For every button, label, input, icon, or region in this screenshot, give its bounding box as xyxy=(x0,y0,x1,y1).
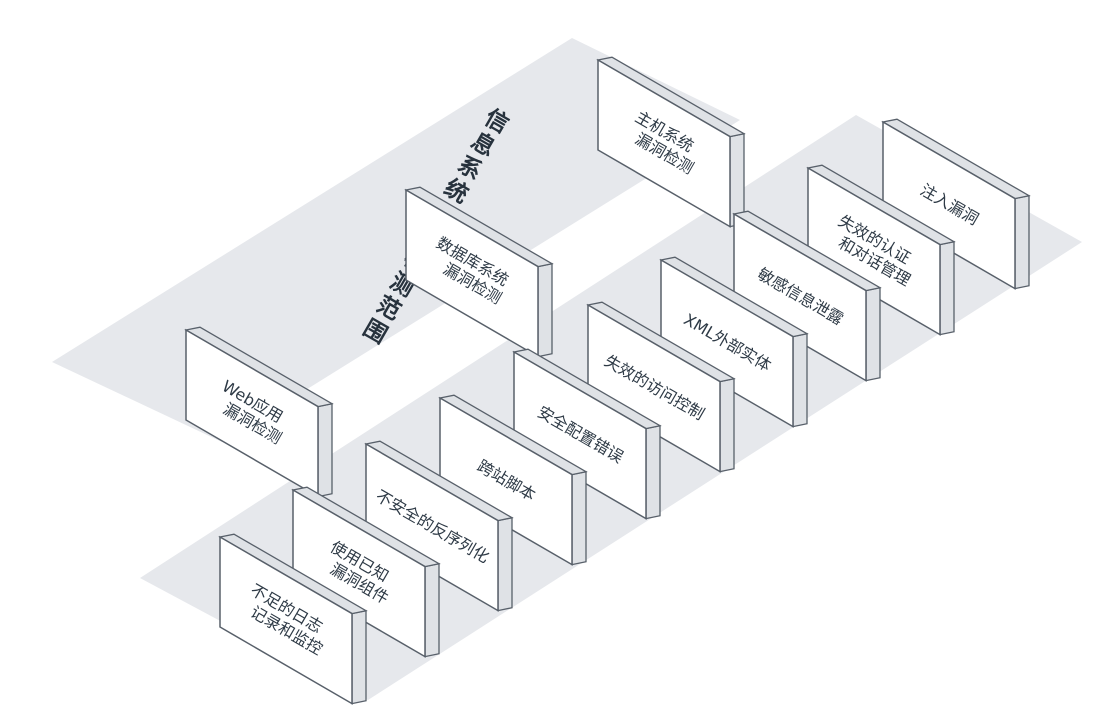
block-sensitive-data: 敏感信息泄露 xyxy=(732,210,882,382)
block-deserialization: 不安全的反序列化 xyxy=(364,440,514,612)
block-face xyxy=(365,442,499,612)
block-face xyxy=(513,350,647,520)
block-face xyxy=(439,396,573,566)
block-side xyxy=(317,402,333,498)
block-side xyxy=(719,377,735,473)
block-side xyxy=(497,516,513,612)
block-face xyxy=(219,535,353,705)
block-side xyxy=(865,286,881,382)
block-face xyxy=(807,166,941,336)
block-side xyxy=(645,424,661,520)
block-side xyxy=(939,240,955,336)
block-face xyxy=(292,488,426,658)
block-side xyxy=(792,332,808,428)
block-side xyxy=(1014,194,1030,290)
block-misconfig: 安全配置错误 xyxy=(512,348,662,520)
block-face xyxy=(587,303,721,473)
block-injection: 注入漏洞 xyxy=(881,118,1031,290)
block-side xyxy=(537,262,553,358)
block-side xyxy=(424,562,440,658)
block-face xyxy=(660,258,794,428)
block-side xyxy=(571,470,587,566)
block-face xyxy=(733,212,867,382)
block-xss: 跨站脚本 xyxy=(438,394,588,566)
block-side xyxy=(351,609,367,705)
block-face xyxy=(882,120,1016,290)
block-face xyxy=(597,58,731,228)
